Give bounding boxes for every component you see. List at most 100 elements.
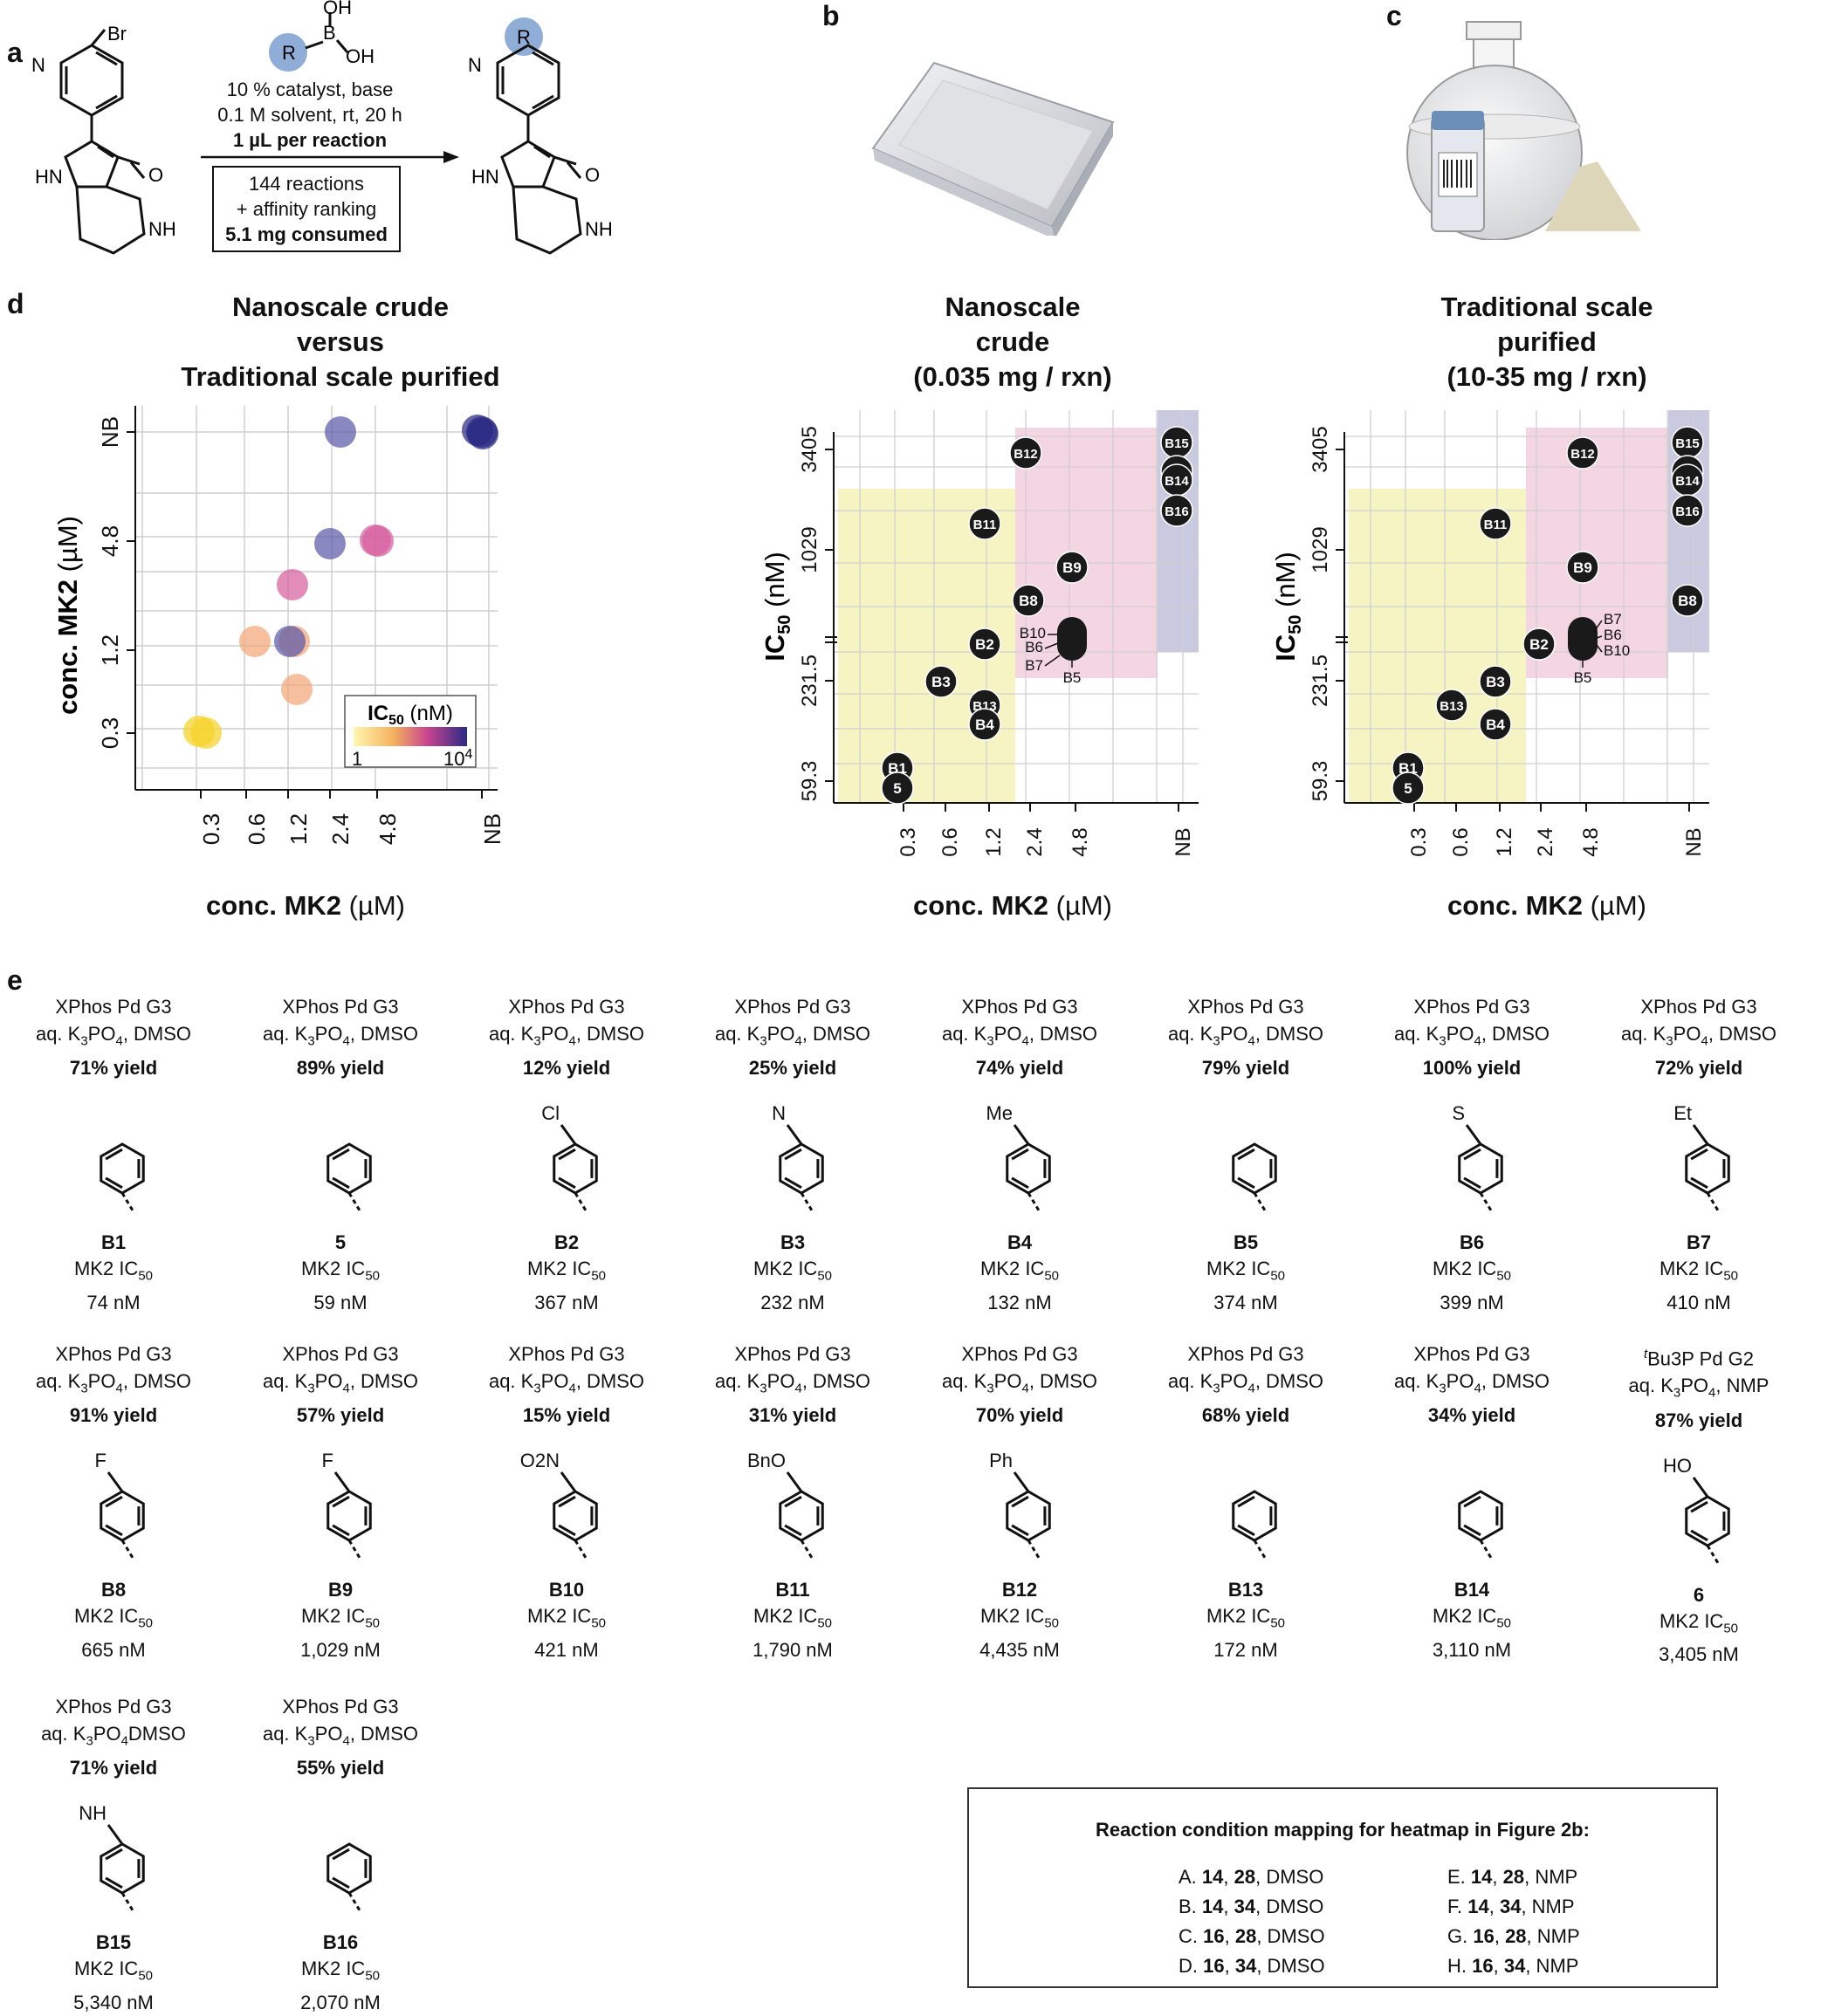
yield: 25% yield — [748, 1057, 837, 1080]
compound-id: B9 — [327, 1579, 354, 1601]
point-label-B9: B9 — [1573, 559, 1592, 576]
assay-label: MK2 IC50 — [1659, 1258, 1739, 1284]
compound-structure: Ph — [989, 1450, 1051, 1560]
ic50-value: 172 nM — [1213, 1638, 1278, 1661]
assay-label: MK2 IC50 — [1432, 1605, 1512, 1631]
compound-id: B16 — [322, 1931, 359, 1954]
compound-structure — [1458, 1490, 1503, 1560]
assay-label: MK2 IC50 — [526, 1605, 607, 1631]
attachment-bond — [800, 1192, 814, 1212]
title-line: crude — [975, 326, 1050, 357]
ring-double-bond — [1463, 1496, 1481, 1508]
assay-label: MK2 IC50 — [300, 1258, 381, 1284]
x-label-unit: (µM) — [1590, 890, 1646, 921]
base-solvent: aq. K3PO4, DMSO — [1167, 1370, 1324, 1396]
title-line: versus — [297, 326, 384, 357]
panel-letter-b: b — [822, 0, 840, 31]
data-point — [467, 418, 498, 449]
cluster-leader — [1596, 644, 1603, 653]
catalyst: XPhos Pd G3 — [508, 1343, 625, 1365]
substituent-bond — [107, 1824, 124, 1846]
point-label-B15: B15 — [1675, 436, 1700, 451]
attachment-bond — [120, 1539, 134, 1560]
y-tick-label: NB — [97, 416, 123, 448]
point-B4 — [1479, 708, 1512, 741]
base-solvent: aq. K3PO4, DMSO — [941, 1370, 1098, 1396]
yield: 15% yield — [522, 1404, 611, 1427]
ring-double-bond — [332, 1177, 350, 1190]
point-B12 — [1566, 436, 1599, 470]
trad-x-label: conc. MK2 (µM) — [1372, 890, 1721, 922]
cluster-label-B6: B6 — [1025, 639, 1043, 655]
panel-letter-c: c — [1386, 0, 1402, 31]
substituent-label: N — [772, 1102, 786, 1124]
point-B8 — [1671, 584, 1704, 617]
cluster-leader — [1596, 635, 1603, 639]
substituent-bond — [1692, 1476, 1709, 1498]
ring-double-bond — [105, 1177, 123, 1190]
base-solvent: aq. K3PO4, DMSO — [941, 1023, 1098, 1049]
compound-structure — [1232, 1490, 1277, 1560]
ring-double-bond — [1690, 1177, 1708, 1190]
title-line: Nanoscale — [945, 291, 1081, 322]
reaction-conditions: 10 % catalyst, base 0.1 M solvent, rt, 2… — [201, 77, 419, 153]
point-B3 — [924, 665, 958, 698]
title-line: Traditional scale purified — [181, 361, 500, 392]
mapping-row: E. 14, 28, NMP — [1447, 1866, 1578, 1888]
comparison-plot-title: Nanoscale crude versus Traditional scale… — [157, 290, 524, 394]
point-5 — [881, 771, 914, 805]
ring-double-bond — [105, 1877, 123, 1889]
ic50-value: 5,340 nM — [73, 1991, 154, 2013]
ring-double-bond — [332, 1496, 350, 1508]
compound-id: B13 — [1227, 1579, 1264, 1601]
point-B3 — [1479, 665, 1512, 698]
point-label-B9: B9 — [1062, 559, 1082, 576]
x-tick-label: 1.2 — [285, 813, 312, 845]
point-label-B2: B2 — [975, 636, 994, 653]
substituent-label: F — [95, 1450, 107, 1471]
y-tick-label: 59.3 — [798, 761, 821, 802]
ring-double-bond — [332, 1877, 350, 1889]
trad-plot-title: Traditional scale purified (10-35 mg / r… — [1372, 290, 1721, 394]
yield: 55% yield — [296, 1757, 385, 1779]
compound-id: B6 — [1459, 1231, 1485, 1254]
substituent-bond — [1692, 1124, 1709, 1146]
yield: 71% yield — [69, 1057, 158, 1080]
ring-double-bond — [332, 1525, 350, 1537]
yield: 70% yield — [975, 1404, 1064, 1427]
ring — [779, 1490, 824, 1543]
attachment-bond — [574, 1539, 588, 1560]
compound-id: B1 — [100, 1231, 127, 1254]
mapping-row: G. 16, 28, NMP — [1447, 1925, 1580, 1947]
title-line: (10-35 mg / rxn) — [1446, 361, 1647, 392]
assay-label: MK2 IC50 — [979, 1258, 1060, 1284]
catalyst: XPhos Pd G3 — [961, 1343, 1078, 1365]
point-B8 — [1012, 584, 1045, 617]
ring-double-bond — [1011, 1525, 1029, 1537]
ic50-value: 367 nM — [534, 1291, 599, 1313]
ring-double-bond — [558, 1149, 576, 1161]
point-label-B16: B16 — [1165, 504, 1189, 519]
attachment-bond — [347, 1892, 361, 1912]
ring-double-bond — [105, 1496, 123, 1508]
ic50-value: 3,405 nM — [1659, 1643, 1739, 1666]
catalyst: XPhos Pd G3 — [1413, 996, 1530, 1018]
nano-plot-title: Nanoscale crude (0.035 mg / rxn) — [838, 290, 1187, 394]
ic50-value: 421 nM — [534, 1638, 599, 1661]
ring — [1685, 1142, 1730, 1196]
